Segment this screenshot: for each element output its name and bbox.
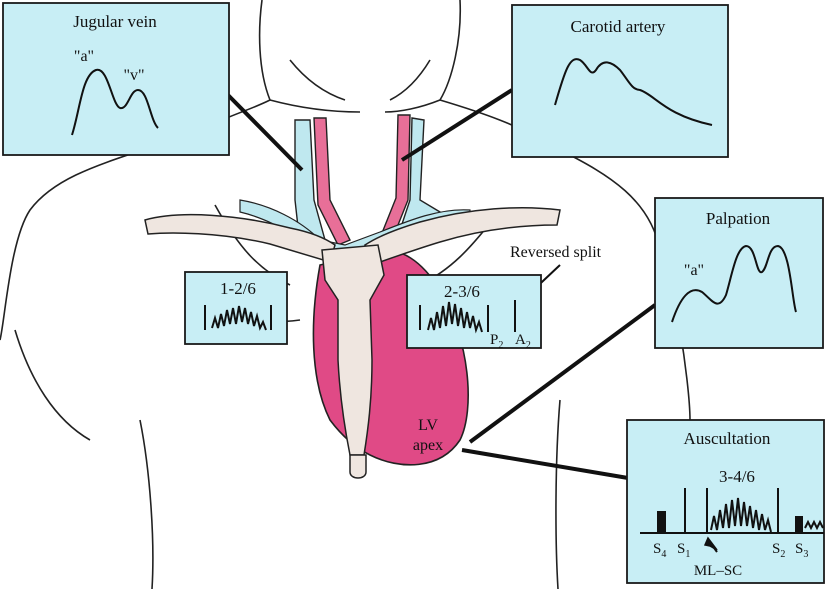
- palpation-a-label: "a": [684, 262, 704, 279]
- auscultation-box: Auscultation 3-4/6 S4 S1 S2 S3 ML–SC: [627, 420, 824, 583]
- palpation-title: Palpation: [706, 209, 771, 228]
- jugular-leader: [228, 95, 302, 170]
- reversed-split-label: Reversed split: [510, 244, 602, 261]
- auscultation-grade: 3-4/6: [719, 467, 755, 486]
- apex-label: apex: [413, 437, 443, 454]
- jugular-vein-title: Jugular vein: [73, 12, 157, 31]
- s4-sound-bar: [657, 511, 666, 533]
- murmur-box-right: 2-3/6 P2 A2: [407, 275, 541, 351]
- carotid-artery-title: Carotid artery: [571, 17, 666, 36]
- lv-label: LV: [418, 417, 438, 434]
- auscultation-leader: [462, 450, 628, 478]
- murmur-box-left: 1-2/6: [185, 272, 287, 344]
- jugular-vein-box: Jugular vein "a" "v": [3, 3, 229, 155]
- mlsc-label: ML–SC: [694, 563, 742, 579]
- xiphoid: [350, 455, 366, 478]
- murmur-right-grade: 2-3/6: [444, 282, 480, 301]
- jugular-v-label: "v": [123, 67, 144, 84]
- s3-sound-bar: [795, 516, 803, 533]
- palpation-box: Palpation "a": [655, 198, 823, 348]
- jugular-a-label: "a": [74, 48, 94, 65]
- murmur-left-grade: 1-2/6: [220, 279, 256, 298]
- carotid-artery-box: Carotid artery: [512, 5, 728, 157]
- auscultation-title: Auscultation: [684, 429, 771, 448]
